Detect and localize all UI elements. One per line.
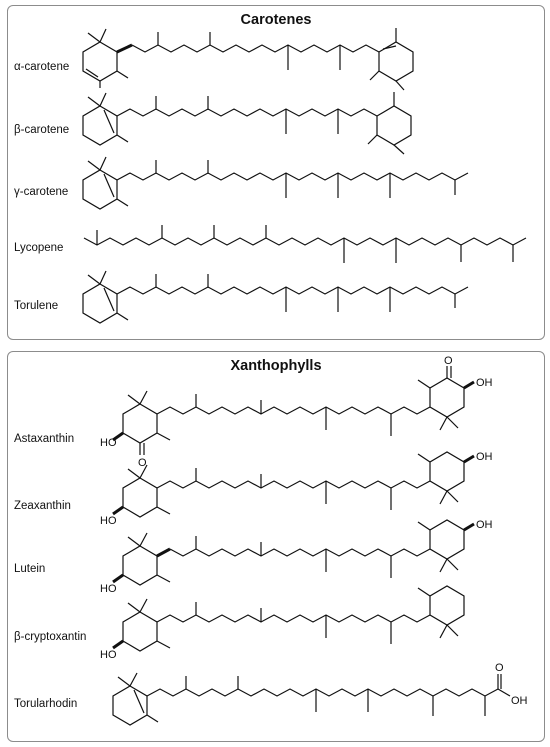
- label-astaxanthin: Astaxanthin: [14, 433, 75, 445]
- astaxanthin-oh-right: OH: [476, 377, 493, 389]
- torularhodin-o: O: [495, 662, 504, 674]
- label-lycopene: Lycopene: [14, 242, 64, 254]
- carotenes-title: Carotenes: [240, 12, 312, 28]
- zeaxanthin-oh-right: OH: [476, 451, 493, 463]
- astaxanthin-o-right: O: [444, 355, 453, 367]
- label-alpha-carotene: α-carotene: [14, 61, 70, 73]
- beta-cryptoxantin-ho-left: HO: [100, 649, 117, 661]
- zeaxanthin-ho-left: HO: [100, 515, 117, 527]
- lutein-ho-left: HO: [100, 583, 117, 595]
- torularhodin-oh: OH: [511, 695, 528, 707]
- label-gamma-carotene: γ-carotene: [14, 186, 69, 198]
- label-torularhodin: Torularhodin: [14, 698, 78, 710]
- astaxanthin-o-left: O: [138, 457, 147, 469]
- label-zeaxanthin: Zeaxanthin: [14, 500, 71, 512]
- label-beta-cryptoxantin: β-cryptoxantin: [14, 631, 87, 643]
- label-beta-carotene: β-carotene: [14, 124, 70, 136]
- label-torulene: Torulene: [14, 300, 59, 312]
- label-lutein: Lutein: [14, 563, 46, 575]
- lutein-oh-right: OH: [476, 519, 493, 531]
- xanthophylls-panel: Xanthophylls: [7, 351, 545, 742]
- xanthophylls-title: Xanthophylls: [230, 358, 322, 374]
- astaxanthin-ho-left: HO: [100, 437, 117, 449]
